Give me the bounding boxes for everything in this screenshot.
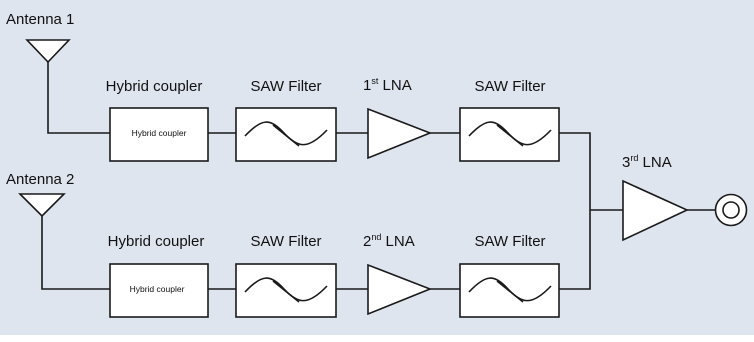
- lna-2-ordinal: 2: [363, 233, 371, 250]
- output-stage: 3rd LNA: [590, 153, 748, 242]
- wire-filter2b-combiner: [559, 210, 591, 290]
- hybrid-coupler-2-inner-label: Hybrid coupler: [130, 284, 185, 294]
- hybrid-coupler-2-block: [109, 263, 209, 318]
- lna-2-title: 2nd LNA: [363, 232, 415, 250]
- antenna-2-feed-wire: [41, 216, 110, 290]
- hybrid-coupler-1-block: [109, 107, 209, 162]
- saw-filter-icon: [496, 280, 524, 303]
- amplifier-icon: [367, 263, 433, 316]
- lna-1-title: 1st LNA: [363, 76, 412, 94]
- saw-filter-1b-title: SAW Filter: [474, 78, 545, 95]
- antenna-icon: [25, 39, 71, 64]
- chain-2: Antenna 2 Hybrid coupler Hybrid coupler …: [6, 171, 591, 318]
- antenna-icon: [18, 193, 66, 218]
- output-port-icon: [714, 193, 748, 227]
- lna-3-ordinal-suffix: rd: [630, 153, 638, 163]
- lna-3-name: LNA: [638, 154, 671, 171]
- saw-filter-2b-title: SAW Filter: [474, 233, 545, 250]
- lna-3-ordinal: 3: [622, 154, 630, 171]
- saw-filter-icon: [272, 280, 300, 303]
- amplifier-icon: [622, 179, 689, 242]
- lna-3-title: 3rd LNA: [622, 153, 672, 171]
- lna-1-name: LNA: [378, 77, 411, 94]
- hybrid-coupler-1-title: Hybrid coupler: [106, 78, 203, 95]
- lna-2-name: LNA: [381, 233, 414, 250]
- lna-2-ordinal-suffix: nd: [371, 232, 381, 242]
- hybrid-coupler-2-title: Hybrid coupler: [108, 233, 205, 250]
- antenna-2-label: Antenna 2: [6, 171, 74, 188]
- chain-1: Antenna 1 Hybrid coupler Hybrid coupler …: [6, 11, 591, 210]
- hybrid-coupler-1-inner-label: Hybrid coupler: [132, 128, 187, 138]
- antenna-1-label: Antenna 1: [6, 11, 74, 28]
- amplifier-icon: [367, 107, 433, 160]
- output-port-inner-ring: [722, 201, 740, 219]
- lna-1-ordinal: 1: [363, 77, 371, 94]
- lna-1-ordinal-suffix: st: [371, 76, 379, 86]
- saw-filter-2a-title: SAW Filter: [250, 233, 321, 250]
- bottom-white-strip: [0, 335, 754, 342]
- antenna-1-feed-wire: [47, 62, 110, 134]
- saw-filter-icon: [496, 124, 524, 147]
- saw-filter-1a-title: SAW Filter: [250, 78, 321, 95]
- wire-filter1b-combiner: [559, 132, 591, 210]
- saw-filter-icon: [272, 124, 300, 147]
